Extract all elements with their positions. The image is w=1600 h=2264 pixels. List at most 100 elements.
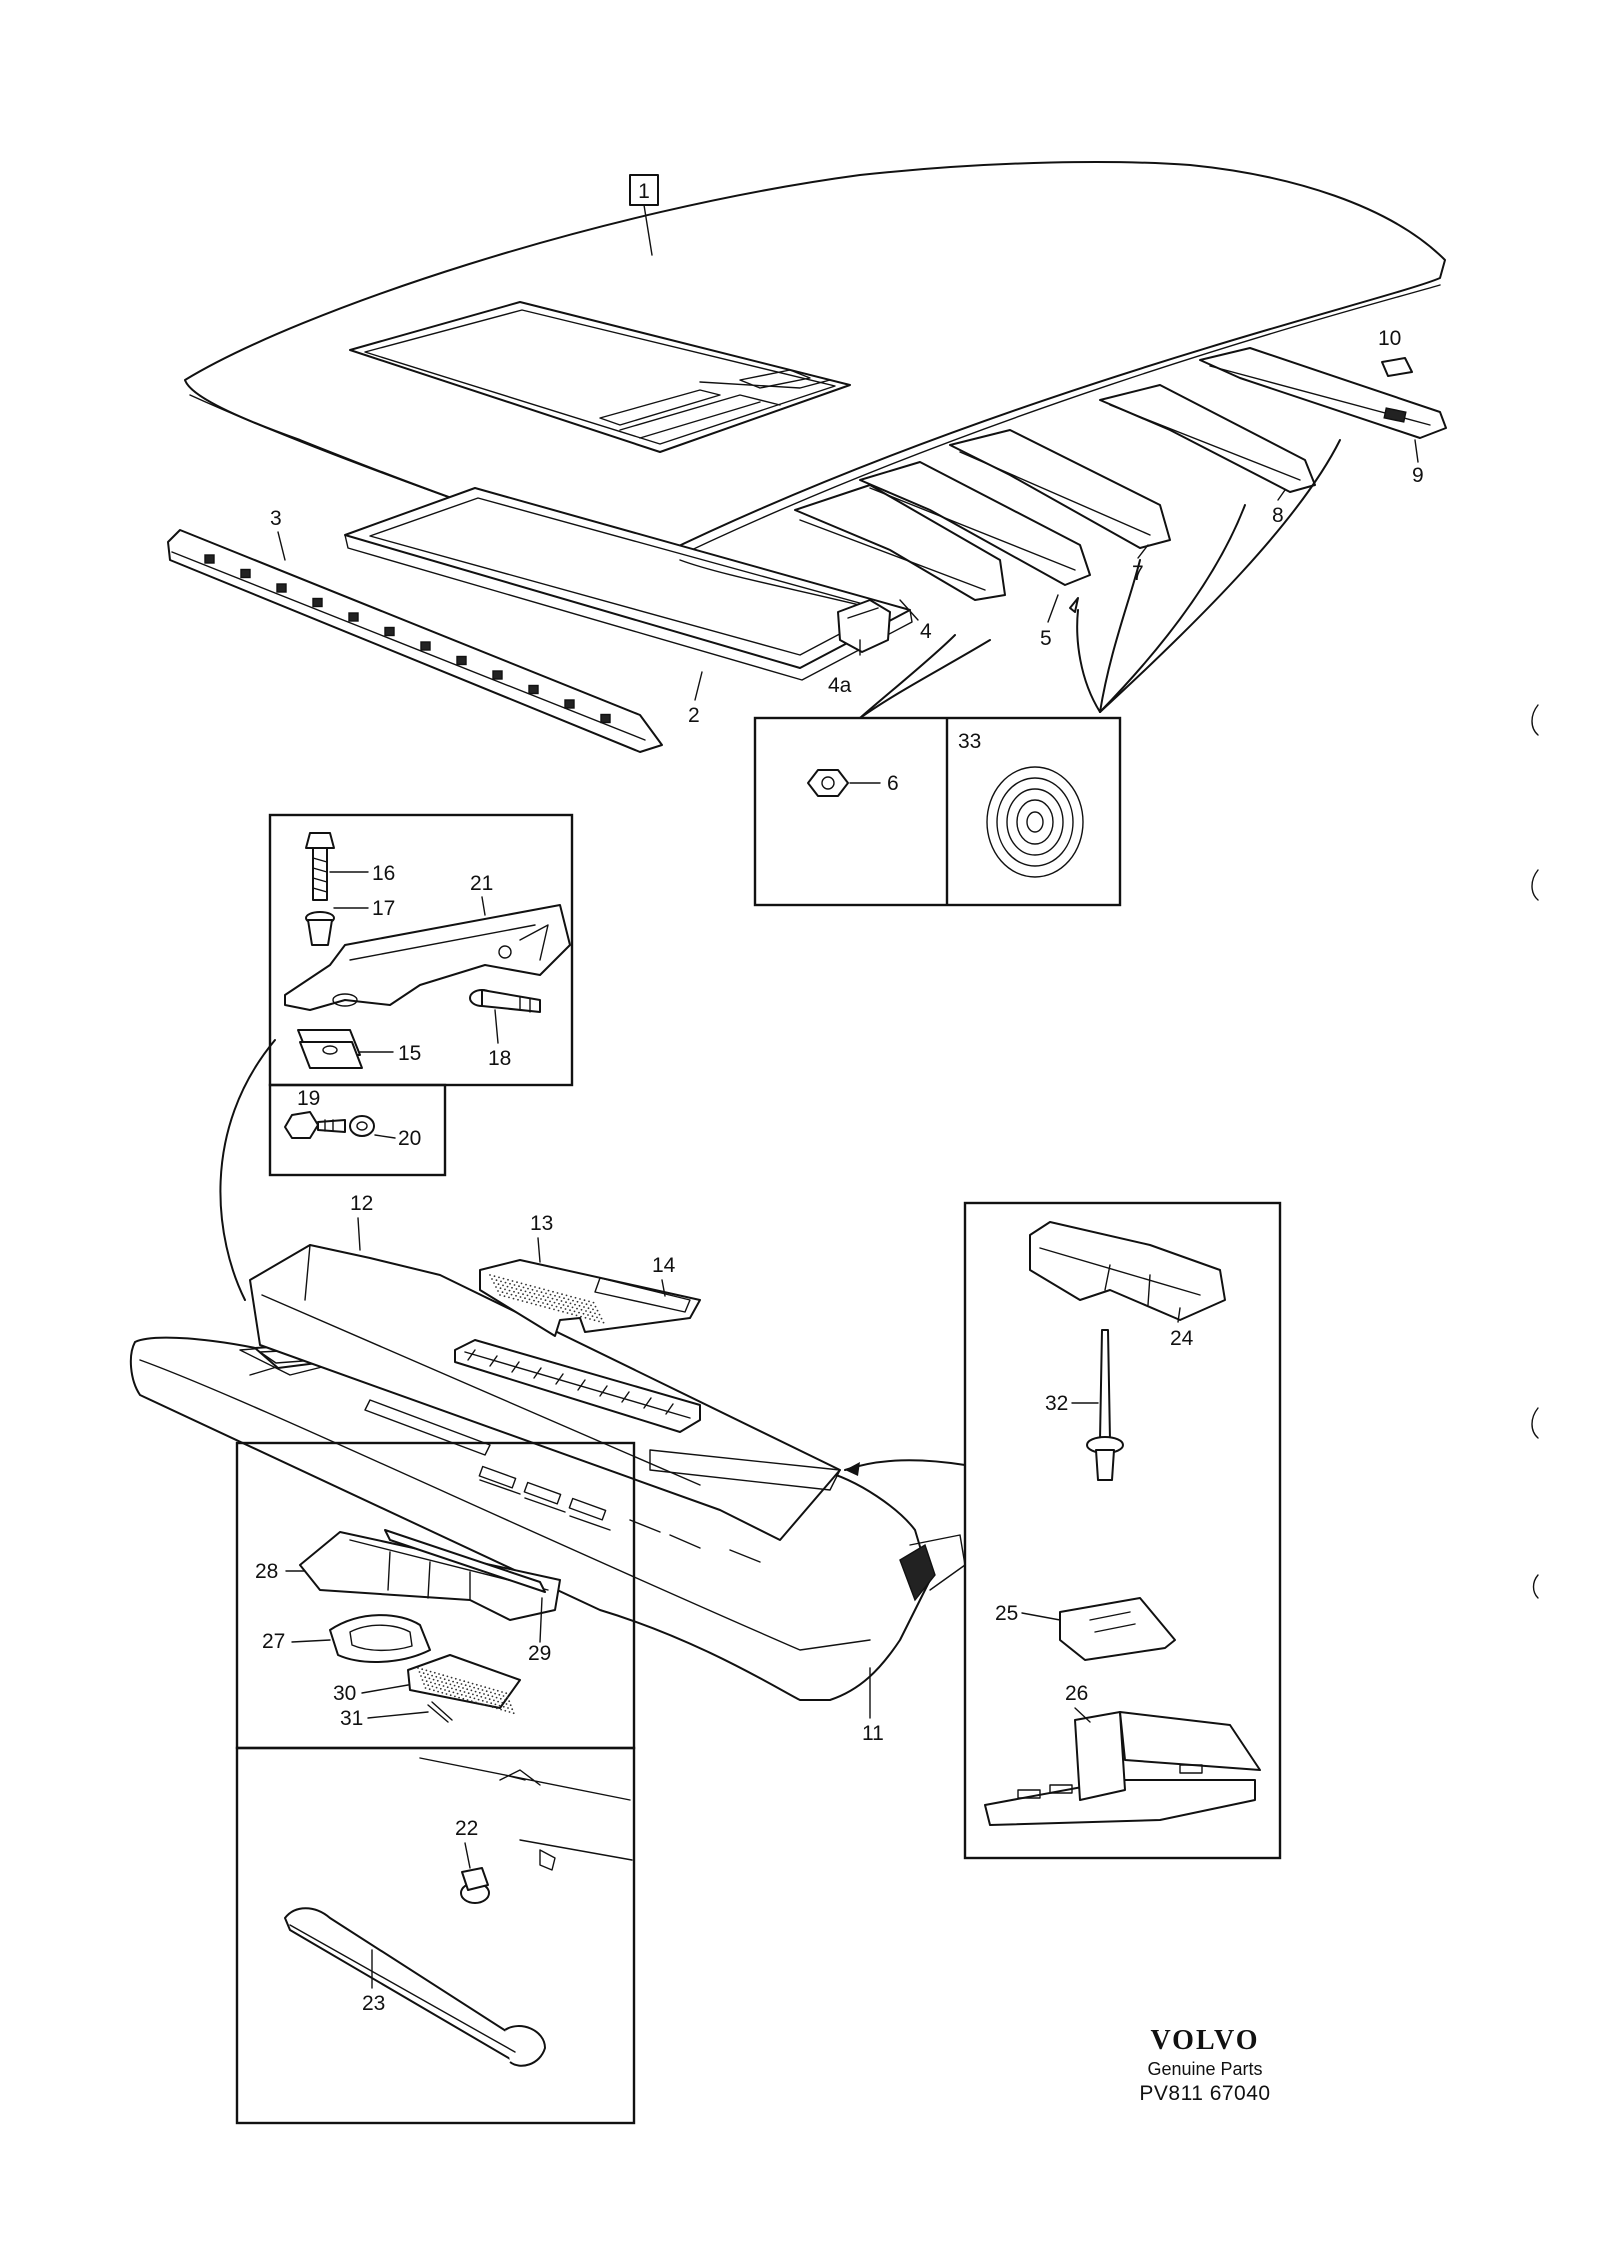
mesh-dot [432,1678,435,1681]
mesh-dot [484,1686,487,1689]
clip-25 [1059,1597,1176,1661]
mesh-dot [489,1274,491,1276]
callout-15: 15 [398,1042,421,1065]
mesh-dot [477,1698,480,1701]
header-rail-slots [204,554,611,724]
mesh-dot [490,1702,493,1705]
mesh-dot [437,1690,439,1693]
mesh-dot [522,1286,525,1289]
mesh-dot [476,1694,478,1697]
mesh-dot [487,1705,490,1707]
mesh-dot [600,1317,603,1320]
mesh-dot [561,1293,563,1296]
mesh-dot [421,1668,424,1671]
roof-bow-9 [1199,347,1447,439]
mesh-dot [596,1309,599,1312]
mesh-dot [453,1684,456,1687]
mesh-dot [504,1288,506,1291]
mesh-dot [567,1298,570,1301]
mesh-dot [585,1310,587,1312]
callout-3: 3 [270,507,282,530]
mesh-dot [515,1288,518,1290]
mesh-dot [494,1692,496,1695]
mesh-dot [491,1695,494,1698]
grille-slat [643,1397,652,1409]
callout-1: 1 [638,180,650,203]
mesh-dot [591,1315,594,1318]
callout-6: 6 [887,772,899,795]
callout-12: 12 [350,1192,373,1215]
callout-10: 10 [1378,327,1401,350]
mesh-dot [472,1693,474,1696]
mesh-dot [558,1302,560,1305]
mesh-dot [518,1285,520,1288]
callout-26: 26 [1065,1682,1088,1705]
mesh-dot [580,1308,583,1311]
mesh-dot [565,1301,567,1304]
mesh-dot [534,1286,536,1288]
mesh-dot [504,1281,507,1284]
callout-21: 21 [470,872,493,895]
mesh-dot [551,1304,553,1307]
mesh-dot [451,1687,453,1690]
mesh-dot [553,1301,556,1304]
mesh-dot [467,1681,470,1684]
mesh-dot [543,1288,545,1291]
rivet-32 [1086,1329,1124,1481]
mesh-dot [587,1314,589,1316]
callout-31: 31 [340,1707,363,1730]
callout-24: 24 [1170,1327,1194,1350]
bolt-16 [305,832,335,901]
callout-4a: 4a [828,674,852,697]
mesh-dot [431,1674,433,1677]
mesh-dot [574,1303,576,1306]
mesh-dot [443,1678,446,1681]
mesh-dot [522,1293,524,1296]
mesh-dot [495,1286,497,1288]
mesh-dot [505,1703,508,1705]
mesh-dot [584,1316,587,1319]
mesh-dot [519,1296,522,1298]
mesh-dot [470,1700,473,1703]
mesh-dot [442,1674,445,1677]
mesh-dot [572,1299,574,1302]
bracket-24 [1029,1221,1226,1321]
mesh-dot [576,1307,578,1310]
mesh-dot [540,1291,543,1294]
mesh-dot [501,1701,504,1704]
mesh-dot [588,1300,590,1303]
mesh-dot [459,1689,462,1692]
mesh-dot [511,1708,514,1711]
mesh-dot [517,1292,520,1294]
mesh-dot [570,1295,572,1298]
mesh-dot [454,1677,457,1680]
mesh-dot [516,1281,518,1284]
bushing-17 [305,911,335,946]
mesh-dot [596,1316,598,1319]
mesh-dot [460,1683,463,1685]
mesh-dot [508,1289,511,1292]
brand-subtitle: Genuine Parts [1147,2059,1263,2079]
mesh-dot [520,1289,522,1292]
mesh-dot [560,1306,562,1309]
mesh-dot [439,1687,442,1690]
mesh-dot [438,1683,441,1686]
mesh-dot [592,1308,594,1311]
mesh-dot [578,1311,580,1314]
mesh-dot [498,1693,501,1696]
mesh-dot [512,1712,515,1715]
mesh-dot [545,1292,547,1295]
mesh-dot [503,1295,506,1298]
mesh-dot [508,1296,510,1299]
mesh-dot [446,1686,449,1689]
mesh-dot [513,1284,516,1286]
mesh-dot [501,1291,504,1294]
nut-icon [807,769,849,797]
mesh-dot [469,1696,472,1699]
grille-slat [489,1355,498,1367]
mesh-dot [598,1320,600,1323]
callout-30: 30 [333,1682,356,1705]
mesh-dot [531,1288,534,1291]
mesh-dot [539,1304,542,1307]
mesh-dot [417,1667,419,1669]
